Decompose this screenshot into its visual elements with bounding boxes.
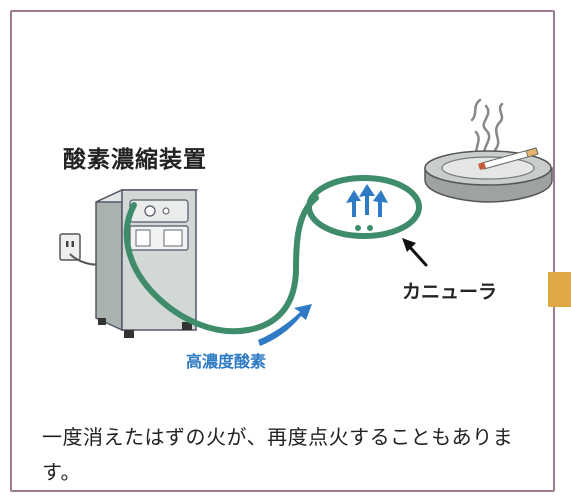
side-tab-marker	[548, 272, 571, 307]
smoke-icon	[470, 98, 504, 162]
cigarette-icon	[478, 147, 539, 170]
cannula-label: カニューラ	[402, 281, 497, 303]
oxygen-flow-arrows-icon	[346, 184, 388, 217]
cannula-loop-icon	[306, 175, 422, 239]
oxygen-label: 高濃度酸素	[186, 352, 266, 371]
wall-outlet-icon	[59, 233, 101, 266]
oxygen-tube	[123, 195, 319, 335]
oxygen-concentrator-icon	[95, 188, 199, 338]
warning-caption: 一度消えたはずの火が、再度点火することもあります。	[42, 425, 514, 484]
device-label: 酸素濃縮装置	[63, 146, 207, 173]
oxygen-flow-arrow-icon	[258, 304, 312, 346]
cannula-pointer-arrow-icon	[402, 238, 428, 267]
ashtray-icon	[424, 150, 553, 203]
